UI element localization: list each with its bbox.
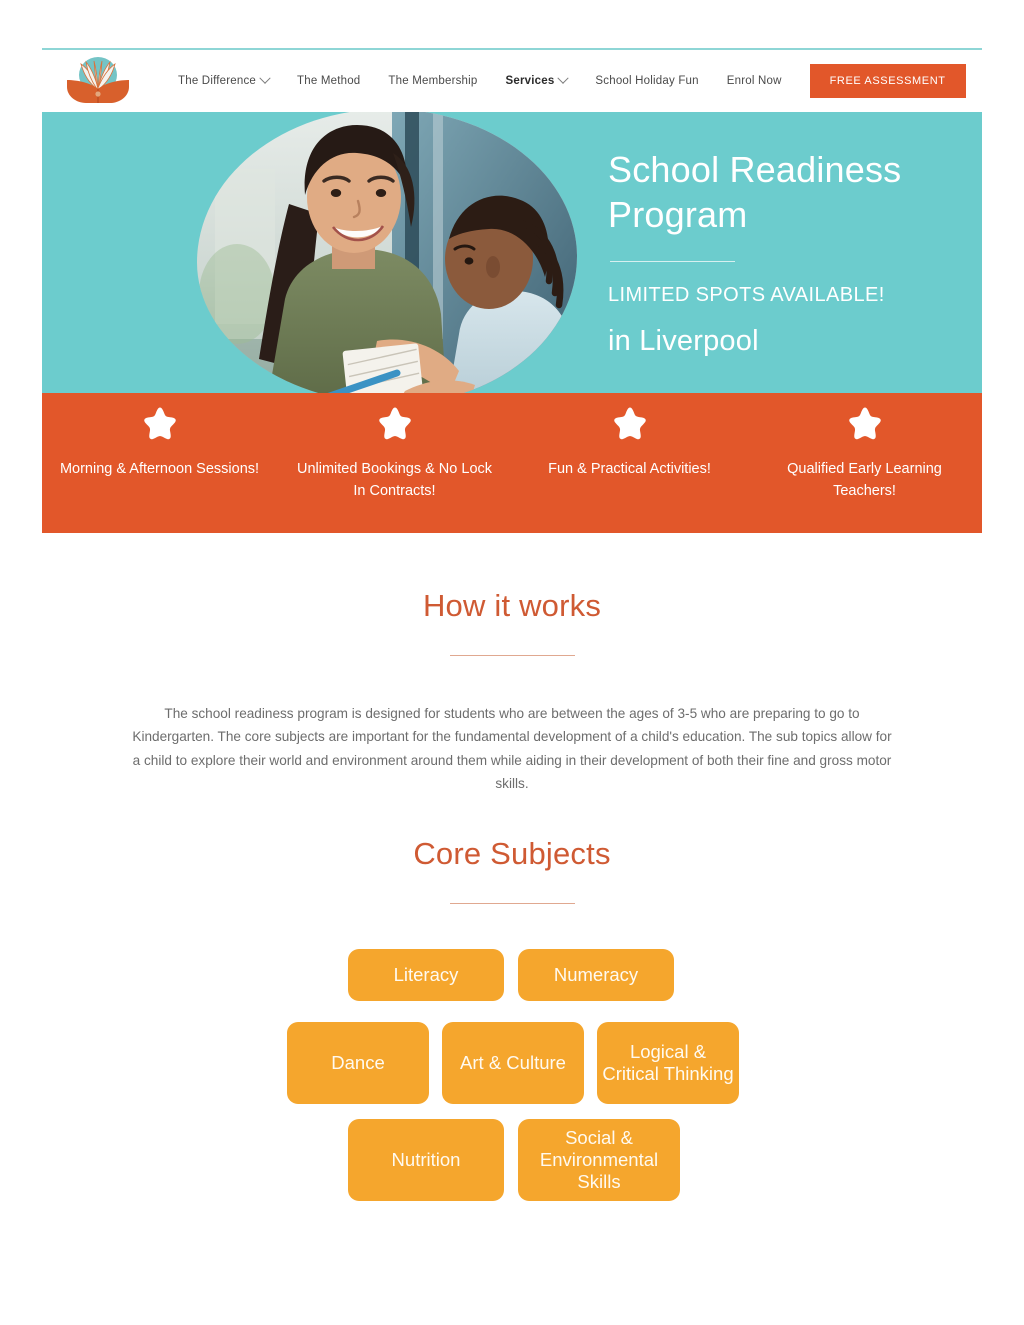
nav-label: Services: [505, 75, 555, 87]
hero-subtitle: LIMITED SPOTS AVAILABLE!: [608, 284, 885, 306]
nav-item-the-membership[interactable]: The Membership: [374, 75, 491, 87]
chevron-down-icon: [557, 72, 570, 84]
star-icon: [846, 405, 884, 441]
star-icon: [611, 405, 649, 441]
main-nav: The Difference The Method The Membership…: [134, 50, 990, 112]
hero-title-line1: School Readiness: [608, 149, 902, 190]
hero-title: School Readiness Program: [608, 147, 968, 237]
hero-text-block: School Readiness Program LIMITED SPOTS A…: [608, 147, 968, 358]
feature-item-bookings: Unlimited Bookings & No Lock In Contract…: [277, 405, 512, 503]
feature-label: Unlimited Bookings & No Lock In Contract…: [296, 461, 493, 499]
subject-pill-logical-critical-thinking[interactable]: Logical & Critical Thinking: [597, 1022, 739, 1104]
feature-label: Qualified Early Learning Teachers!: [787, 461, 942, 499]
free-assessment-button[interactable]: FREE ASSESSMENT: [809, 64, 966, 98]
subject-pill-dance[interactable]: Dance: [287, 1022, 429, 1104]
subject-pill-numeracy[interactable]: Numeracy: [518, 949, 674, 1001]
section-divider: [449, 655, 575, 656]
nav-item-services[interactable]: Services: [492, 72, 582, 87]
subject-pill-literacy[interactable]: Literacy: [348, 949, 504, 1001]
nav-item-the-method[interactable]: The Method: [283, 75, 374, 87]
nav-label: The Method: [297, 75, 361, 87]
feature-label: Morning & Afternoon Sessions!: [59, 461, 260, 477]
subject-pill-art-culture[interactable]: Art & Culture: [442, 1022, 584, 1104]
core-subjects-title: Core Subjects: [413, 836, 611, 871]
feature-item-activities: Fun & Practical Activities!: [512, 405, 747, 481]
features-bar: Morning & Afternoon Sessions! Unlimited …: [42, 393, 982, 533]
subject-pill-nutrition[interactable]: Nutrition: [348, 1119, 504, 1201]
feature-item-teachers: Qualified Early Learning Teachers!: [747, 405, 982, 503]
core-subjects-grid: Literacy Numeracy Dance Art & Culture Lo…: [282, 949, 742, 1201]
nav-item-enrol-now[interactable]: Enrol Now: [713, 75, 796, 87]
nav-label: School Holiday Fun: [595, 75, 699, 87]
core-subjects-section: Core Subjects Literacy Numeracy Dance Ar…: [0, 836, 1024, 1201]
teacher-and-child-photo: [197, 112, 577, 393]
open-book-logo-icon: [62, 56, 134, 106]
hero-banner: School Readiness Program LIMITED SPOTS A…: [42, 112, 982, 393]
hero-divider: [610, 261, 735, 262]
nav-item-school-holiday-fun[interactable]: School Holiday Fun: [581, 75, 712, 87]
nav-label: The Difference: [178, 75, 257, 87]
star-icon: [376, 405, 414, 441]
nav-label: Enrol Now: [726, 75, 782, 87]
section-divider: [449, 903, 575, 904]
feature-item-sessions: Morning & Afternoon Sessions!: [42, 405, 277, 481]
site-header: The Difference The Method The Membership…: [42, 48, 982, 112]
hero-photo: [197, 112, 577, 393]
subject-pill-social-environmental-skills[interactable]: Social & Environmental Skills: [518, 1119, 680, 1201]
feature-label: Fun & Practical Activities!: [548, 461, 711, 477]
how-it-works-body: The school readiness program is designed…: [132, 706, 892, 792]
how-it-works-title: How it works: [422, 588, 602, 623]
chevron-down-icon: [259, 72, 271, 84]
star-icon: [141, 405, 179, 441]
nav-label: The Membership: [388, 75, 478, 87]
hero-location: in Liverpool: [608, 325, 759, 357]
site-logo[interactable]: [42, 56, 134, 106]
nav-item-the-difference[interactable]: The Difference: [164, 72, 283, 87]
how-it-works-section: How it works The school readiness progra…: [0, 588, 1024, 796]
hero-title-line2: Program: [608, 194, 748, 235]
